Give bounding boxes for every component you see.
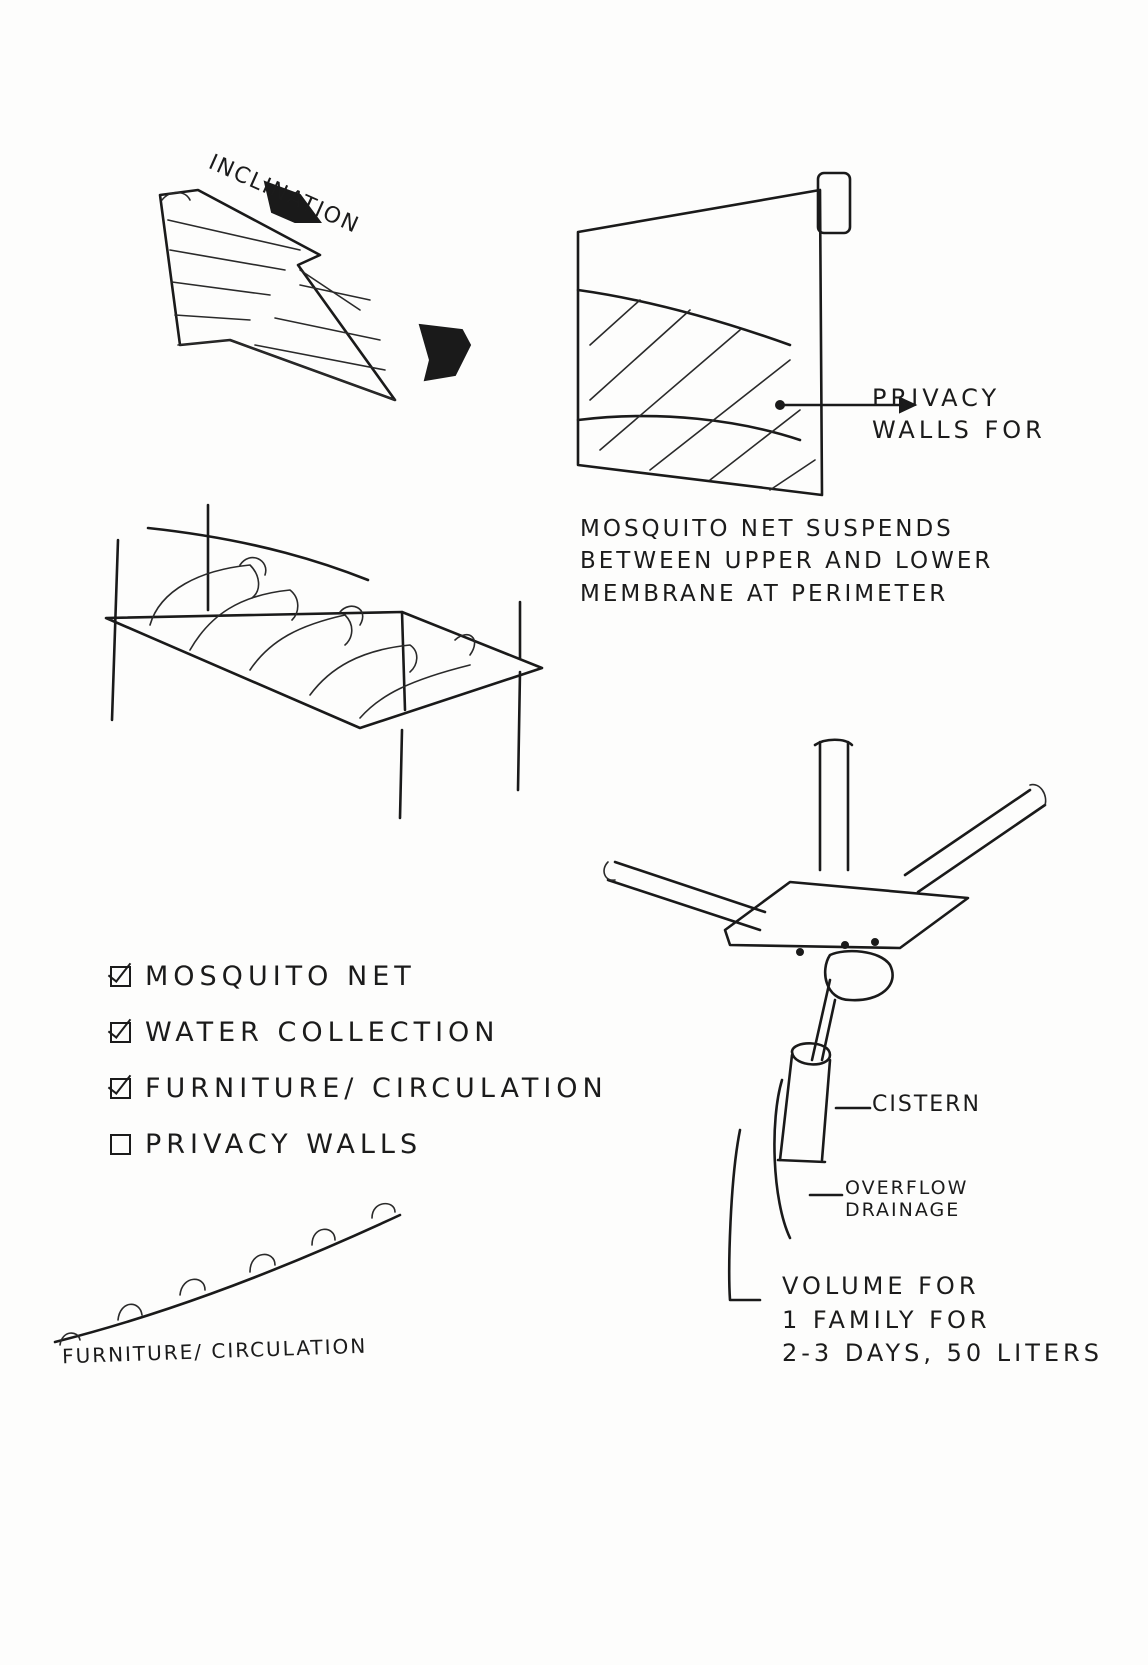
design-checklist: MOSQUITO NET WATER COLLECTION FURNITURE/… [110, 948, 608, 1172]
checklist-item: MOSQUITO NET [110, 948, 608, 1004]
overflow-line: DRAINAGE [845, 1200, 968, 1222]
overflow-line: OVERFLOW [845, 1178, 968, 1200]
checkbox-icon [110, 966, 131, 987]
overflow-drainage-label: OVERFLOW DRAINAGE [845, 1178, 968, 1222]
mosquito-note-line: BETWEEN UPPER AND LOWER [580, 548, 993, 574]
privacy-note-line: PRIVACY [872, 385, 1046, 413]
checklist-item: WATER COLLECTION [110, 1004, 608, 1060]
checkbox-icon [110, 1078, 131, 1099]
mosquito-net-note: MOSQUITO NET SUSPENDS BETWEEN UPPER AND … [580, 516, 993, 613]
water-collection-sketch [604, 740, 1046, 1300]
volume-note-line: 1 FAMILY FOR [782, 1307, 1103, 1335]
checkbox-icon [110, 1134, 131, 1155]
checklist-item: FURNITURE/ CIRCULATION [110, 1060, 608, 1116]
furniture-profile-sketch [55, 1204, 400, 1345]
checklist-label: MOSQUITO NET [145, 961, 416, 992]
mosquito-note-line: MEMBRANE AT PERIMETER [580, 581, 993, 607]
privacy-wall-sketch [578, 173, 915, 495]
cistern-label: CISTERN [872, 1092, 981, 1117]
checklist-item: PRIVACY WALLS [110, 1116, 608, 1172]
furniture-plane-sketch [106, 505, 542, 818]
checklist-label: FURNITURE/ CIRCULATION [145, 1073, 608, 1104]
privacy-walls-note: PRIVACY WALLS FOR [872, 385, 1046, 448]
privacy-note-line: WALLS FOR [872, 417, 1046, 445]
checklist-label: PRIVACY WALLS [145, 1129, 422, 1160]
checkbox-icon [110, 1022, 131, 1043]
volume-note-line: VOLUME FOR [782, 1273, 1103, 1301]
mosquito-note-line: MOSQUITO NET SUSPENDS [580, 516, 993, 542]
volume-note: VOLUME FOR 1 FAMILY FOR 2-3 DAYS, 50 LIT… [782, 1273, 1103, 1374]
volume-note-line: 2-3 DAYS, 50 LITERS [782, 1340, 1103, 1368]
checklist-label: WATER COLLECTION [145, 1017, 500, 1048]
